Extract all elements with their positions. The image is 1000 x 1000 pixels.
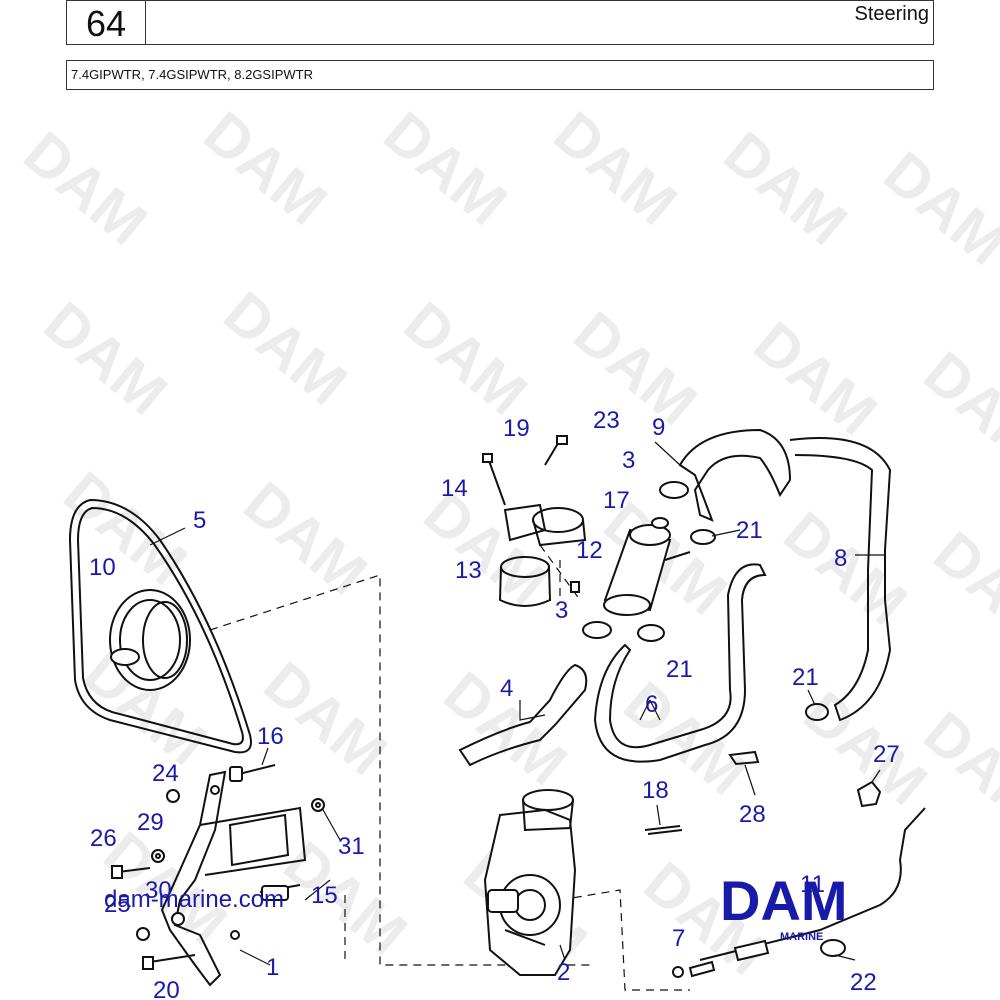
- callout-12: 12: [576, 537, 603, 564]
- callout-18: 18: [642, 777, 669, 804]
- svg-text:DAM: DAM: [912, 339, 1000, 478]
- o-ring: [672, 966, 684, 978]
- mount-clamp: [498, 503, 587, 607]
- callout-20: 20: [153, 977, 180, 1000]
- pressure-line-fitting: [733, 939, 770, 962]
- callout-26: 26: [90, 825, 117, 852]
- callout-4: 4: [500, 675, 513, 702]
- svg-text:DAM: DAM: [212, 279, 360, 418]
- svg-text:DAM: DAM: [872, 139, 1000, 278]
- svg-text:MARINE: MARINE: [780, 931, 823, 943]
- callout-7: 7: [672, 925, 685, 952]
- svg-text:DAM: DAM: [720, 872, 848, 932]
- callout-21a: 21: [736, 517, 763, 544]
- callout-30: 30: [145, 877, 172, 904]
- callout-25: 25: [104, 891, 131, 918]
- callout-6: 6: [645, 691, 658, 718]
- svg-text:DAM: DAM: [712, 119, 860, 258]
- callout-21b: 21: [666, 656, 693, 683]
- page-title: Steering: [854, 3, 930, 25]
- mounting-bracket: [160, 770, 307, 987]
- callout-23: 23: [593, 407, 620, 434]
- hose-4: [458, 663, 588, 767]
- svg-text:DAM: DAM: [742, 309, 890, 448]
- callout-3b: 3: [555, 597, 568, 624]
- hardware: [111, 750, 882, 970]
- callout-29: 29: [137, 809, 164, 836]
- callout-13: 13: [455, 557, 482, 584]
- hose-clamps: [582, 481, 846, 957]
- callout-11: 11: [800, 871, 825, 898]
- drive-belt-inner: [76, 506, 244, 746]
- title-box: Steering: [145, 0, 934, 45]
- site-watermark: dam-marine.com: [104, 886, 285, 913]
- svg-text:DAM: DAM: [12, 119, 160, 258]
- callout-21c: 21: [792, 664, 819, 691]
- pulley: [109, 589, 191, 691]
- power-steering-pump: [483, 789, 577, 976]
- svg-text:DAM: DAM: [232, 469, 380, 608]
- svg-text:DAM: DAM: [392, 289, 540, 428]
- leader-lines: [149, 441, 885, 966]
- callout-17: 17: [603, 487, 630, 514]
- pressure-line: [699, 807, 926, 961]
- svg-text:DAM: DAM: [192, 99, 340, 238]
- hose-9: [678, 428, 792, 522]
- reservoir: [603, 517, 691, 616]
- callout-28: 28: [739, 801, 766, 828]
- svg-text:DAM: DAM: [612, 669, 760, 808]
- callout-10: 10: [89, 554, 116, 581]
- callout-15: 15: [311, 882, 338, 909]
- svg-text:DAM: DAM: [372, 99, 520, 238]
- svg-text:DAM: DAM: [412, 479, 560, 618]
- svg-text:DAM: DAM: [252, 649, 400, 788]
- callout-8: 8: [834, 545, 847, 572]
- svg-text:DAM: DAM: [562, 299, 710, 438]
- callout-2: 2: [557, 959, 570, 986]
- svg-text:DAM: DAM: [52, 459, 200, 598]
- callout-5: 5: [193, 507, 206, 534]
- callout-3a: 3: [622, 447, 635, 474]
- callout-27: 27: [873, 741, 900, 768]
- svg-text:DAM: DAM: [32, 289, 180, 428]
- svg-text:DAM: DAM: [922, 519, 1000, 658]
- hose-8: [789, 437, 892, 722]
- callout-22: 22: [850, 969, 877, 996]
- dam-marine-logo: DAM MARINE: [720, 872, 848, 943]
- stud: [688, 960, 716, 978]
- callouts: 1 2 3 3 4 5 6 7 8 9 10 11 12 13 14 15 16…: [89, 407, 900, 1000]
- models-box: 7.4GIPWTR, 7.4GSIPWTR, 8.2GSIPWTR: [66, 60, 934, 90]
- callout-1: 1: [266, 954, 279, 981]
- model-list: 7.4GIPWTR, 7.4GSIPWTR, 8.2GSIPWTR: [71, 67, 313, 82]
- callout-19: 19: [503, 415, 530, 442]
- callout-16: 16: [257, 723, 284, 750]
- page-number: 64: [66, 0, 146, 45]
- drive-belt: [68, 498, 252, 754]
- hose-6: [593, 563, 767, 763]
- callout-24: 24: [152, 760, 179, 787]
- callout-9: 9: [652, 414, 665, 441]
- callout-14: 14: [441, 475, 468, 502]
- bolts: [482, 435, 568, 506]
- callout-31: 31: [338, 833, 365, 860]
- svg-text:DAM: DAM: [542, 99, 690, 238]
